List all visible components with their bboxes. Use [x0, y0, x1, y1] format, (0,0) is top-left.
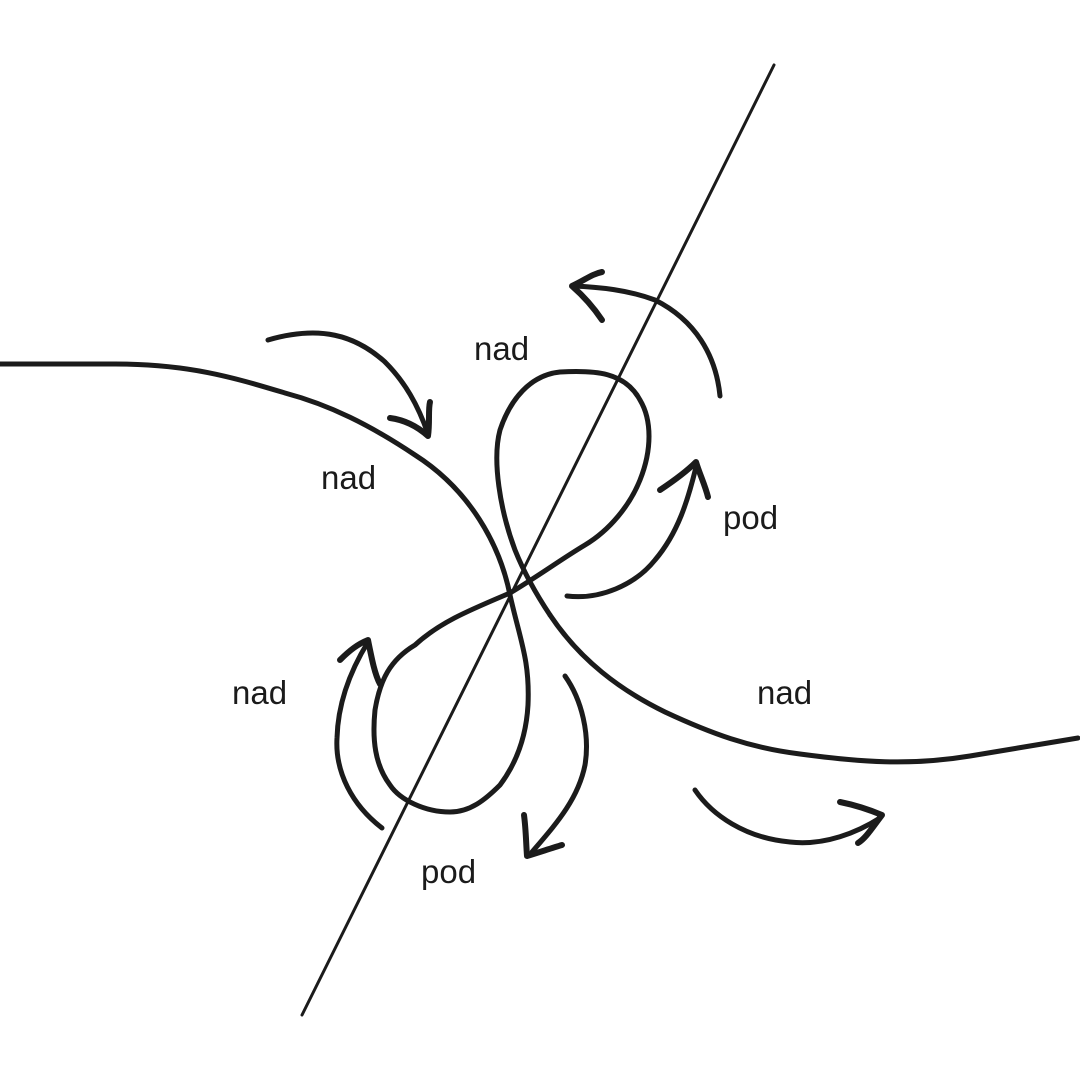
- arrow-right: [564, 464, 699, 600]
- curve-middle-strand: [494, 368, 652, 618]
- curve-left-strand: [0, 361, 531, 815]
- label-lower-left: nad: [232, 674, 287, 711]
- diagonal-axis-line: [300, 63, 776, 1017]
- arrow-upper-left-head: [387, 399, 433, 439]
- label-left-strand: nad: [321, 459, 376, 496]
- label-upper-loop: nad: [474, 330, 529, 367]
- arrow-top: [569, 283, 723, 399]
- arrow-upper-left: [265, 330, 431, 437]
- arrow-bottom-head: [521, 812, 565, 859]
- label-lower-right: nad: [757, 674, 812, 711]
- arrow-bottom: [529, 673, 589, 855]
- arrow-lower-left: [334, 639, 385, 831]
- arrow-bottom-right: [692, 787, 883, 846]
- arrow-right-head: [657, 459, 711, 500]
- arrow-lower-left-head: [337, 637, 383, 687]
- arrow-top-head: [569, 269, 605, 323]
- label-bottom: pod: [421, 853, 476, 890]
- curve-right-strand: [547, 612, 1080, 765]
- arrow-bottom-right-head: [837, 799, 885, 846]
- label-right-upper: pod: [723, 499, 778, 536]
